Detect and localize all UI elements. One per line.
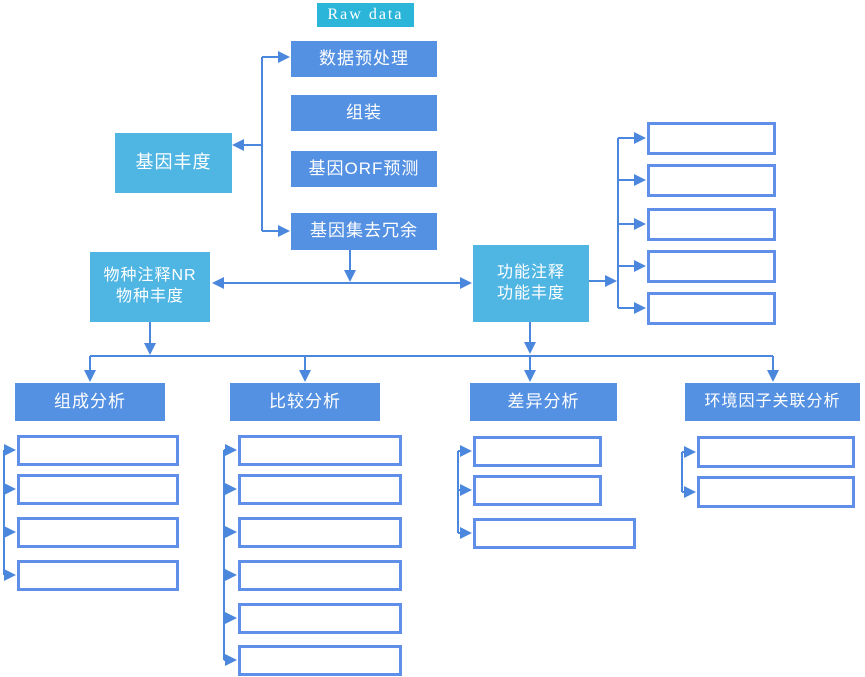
comparison-output-box: [238, 435, 402, 466]
difference-output-box: [473, 475, 602, 506]
analysis-env-factor-association: 环境因子关联分析: [685, 383, 860, 421]
taxonomy-annotation-box: 物种注释NR 物种丰度: [90, 252, 210, 322]
comparison-output-box: [238, 603, 402, 634]
comparison-output-box: [238, 645, 402, 676]
function-output-box: [647, 292, 776, 325]
analysis-comparison: 比较分析: [230, 383, 380, 421]
gene-abundance-box: 基因丰度: [115, 133, 232, 193]
function-output-box: [647, 208, 776, 241]
gene-abundance-label: 基因丰度: [135, 152, 212, 173]
analysis-composition: 组成分析: [15, 383, 165, 421]
function-line1: 功能注释: [496, 263, 565, 281]
composition-output-box: [17, 517, 179, 548]
analysis-label: 环境因子关联分析: [704, 392, 841, 410]
step-data-preprocessing: 数据预处理: [291, 41, 437, 77]
taxonomy-line2: 物种丰度: [115, 288, 184, 305]
step-label: 数据预处理: [319, 48, 409, 68]
taxonomy-line1: 物种注释NR: [103, 267, 197, 285]
comparison-output-box: [238, 517, 402, 548]
raw-data-box: Raw data: [317, 3, 414, 27]
difference-output-box: [473, 436, 602, 467]
analysis-label: 组成分析: [54, 391, 126, 411]
function-output-box: [647, 122, 776, 155]
step-label: 基因ORF预测: [308, 158, 420, 178]
env-factor-output-box: [697, 436, 855, 468]
function-output-box: [647, 164, 776, 197]
comparison-output-box: [238, 560, 402, 591]
function-annotation-box: 功能注释 功能丰度: [473, 245, 589, 322]
step-label: 基因集去冗余: [310, 221, 418, 241]
function-line2: 功能丰度: [496, 284, 565, 302]
step-assembly: 组装: [291, 95, 437, 131]
step-gene-set-dedup: 基因集去冗余: [291, 213, 437, 250]
raw-data-label: Raw data: [327, 5, 404, 23]
composition-output-box: [17, 560, 179, 591]
analysis-label: 比较分析: [269, 391, 341, 411]
analysis-difference: 差异分析: [470, 383, 617, 421]
env-factor-output-box: [697, 476, 855, 508]
composition-output-box: [17, 474, 179, 505]
comparison-output-box: [238, 474, 402, 505]
step-gene-orf-prediction: 基因ORF预测: [291, 151, 437, 187]
composition-output-box: [17, 435, 179, 466]
analysis-label: 差异分析: [507, 391, 580, 411]
function-output-box: [647, 250, 776, 283]
difference-output-box: [473, 518, 636, 549]
step-label: 组装: [346, 102, 382, 122]
